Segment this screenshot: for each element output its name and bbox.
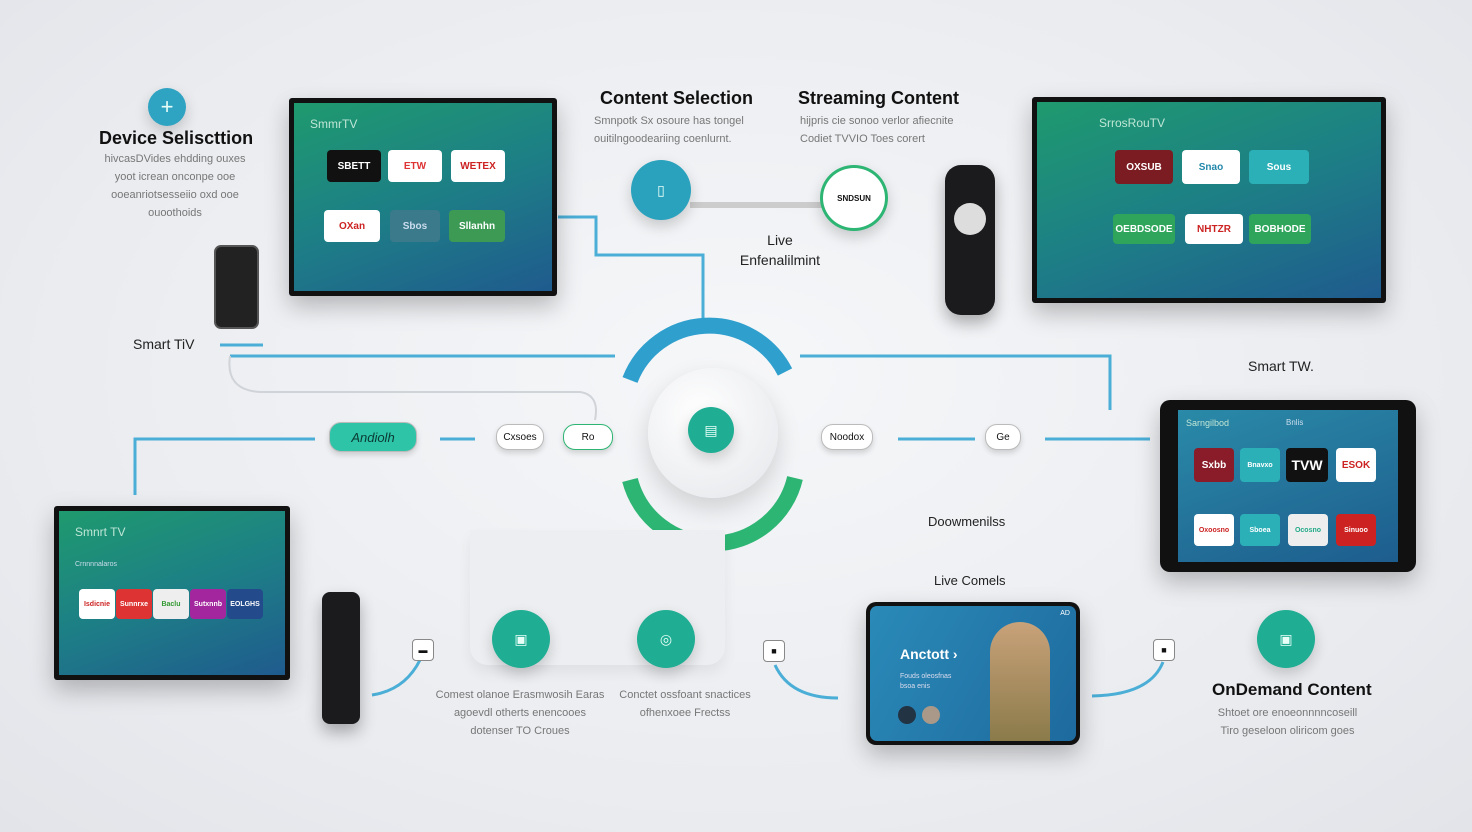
ge-pill[interactable]: Ge bbox=[985, 424, 1021, 450]
app-tile[interactable]: NHTZR bbox=[1185, 214, 1243, 244]
device-icon: ■ bbox=[1153, 639, 1175, 661]
app-tile[interactable]: BOBHODE bbox=[1249, 214, 1311, 244]
connector-line bbox=[1091, 661, 1165, 698]
app-tile[interactable]: ETW bbox=[388, 150, 442, 182]
go-pill[interactable]: Ro bbox=[563, 424, 613, 450]
connector-line bbox=[133, 437, 315, 495]
live-channels-label: Live Comels bbox=[934, 573, 1006, 588]
device-icon: ▬ bbox=[412, 639, 434, 661]
streaming-content-title: Streaming Content bbox=[798, 88, 960, 108]
app-tile[interactable]: SBETT bbox=[327, 150, 381, 182]
app-tile[interactable]: Snao bbox=[1182, 150, 1240, 184]
thumbnail[interactable] bbox=[898, 706, 916, 724]
remote-control bbox=[945, 165, 995, 315]
device-selection-title: Device Seliscttion bbox=[99, 128, 254, 148]
app-tile[interactable]: Sutxnnb bbox=[190, 589, 226, 619]
tablet-device: Sarngilbod Bnlis Sxbb Bnavxo TVW ESOK Ox… bbox=[1160, 400, 1416, 572]
tv-title: SrrosRouTV bbox=[1099, 116, 1166, 130]
app-tile[interactable]: Baclu bbox=[153, 589, 189, 619]
tablet-title: Sarngilbod bbox=[1186, 418, 1230, 428]
streaming-badge[interactable]: SNDSUN bbox=[820, 165, 888, 231]
tv-subtitle: Crnnnnalaros bbox=[75, 561, 118, 568]
tablet-icon[interactable]: ▯ bbox=[631, 160, 691, 220]
app-tile[interactable]: Sllanhn bbox=[449, 210, 505, 242]
android-pill[interactable]: Andiolh bbox=[329, 422, 417, 452]
smart-tv-1: SmmrTV SBETT ETW WETEX OXan Sbos Sllanhn bbox=[289, 98, 557, 296]
app-tile[interactable]: OXSUB bbox=[1115, 150, 1173, 184]
app-tile[interactable]: TVW bbox=[1286, 448, 1328, 482]
phone-title: Anctott › bbox=[900, 646, 958, 662]
connector-line bbox=[220, 343, 615, 358]
connector-line bbox=[371, 659, 422, 697]
screen-icon[interactable]: ▣ bbox=[492, 610, 550, 668]
smartphone-device bbox=[214, 245, 259, 329]
router-icon[interactable]: ▤ bbox=[688, 407, 734, 453]
app-tile[interactable]: Isdicnie bbox=[79, 589, 115, 619]
app-tile[interactable]: WETEX bbox=[451, 150, 505, 182]
thumbnail[interactable] bbox=[922, 706, 940, 724]
app-tile[interactable]: Sbos bbox=[390, 210, 440, 242]
smart-tv-right-label: Smart TW. bbox=[1248, 358, 1314, 374]
tablet-subtitle: Bnlis bbox=[1286, 418, 1304, 427]
app-tile[interactable]: OXan bbox=[324, 210, 380, 242]
app-tile[interactable]: Sous bbox=[1249, 150, 1309, 184]
phone-corner-label: AD bbox=[1060, 610, 1070, 617]
connector-line bbox=[558, 215, 705, 322]
app-tile[interactable]: Oxoosno bbox=[1194, 514, 1234, 546]
app-tile[interactable]: Sxbb bbox=[1194, 448, 1234, 482]
app-tile[interactable]: ESOK bbox=[1336, 448, 1376, 482]
person-image bbox=[990, 622, 1050, 741]
noodox-pill[interactable]: Noodox bbox=[821, 424, 873, 450]
tv-title: SmmrTV bbox=[310, 117, 358, 131]
on-demand-icon[interactable]: ▣ bbox=[1257, 610, 1315, 668]
app-tile[interactable]: Bnavxo bbox=[1240, 448, 1280, 482]
smart-tv-2: SrrosRouTV OXSUB Snao Sous OEBDSODE NHTZ… bbox=[1032, 97, 1386, 303]
content-selection-title: Content Selection bbox=[600, 88, 754, 108]
smart-tv-label: Smart TiV bbox=[133, 336, 195, 352]
documentaries-label: Doowmenilss bbox=[928, 514, 1006, 529]
app-tile[interactable]: Sinuoo bbox=[1336, 514, 1376, 546]
tv-title: Smnrt TV bbox=[75, 525, 126, 539]
app-tile[interactable]: OEBDSODE bbox=[1113, 214, 1175, 244]
cases-pill[interactable]: Cxsoes bbox=[496, 424, 544, 450]
on-demand-title: OnDemand Content bbox=[1212, 680, 1372, 699]
remote-control bbox=[322, 592, 360, 724]
device-icon: ■ bbox=[763, 640, 785, 662]
cycle-arrow-top bbox=[622, 317, 793, 384]
plus-icon[interactable]: + bbox=[148, 88, 186, 126]
smart-tv-3: Smnrt TV Crnnnnalaros Isdicnie Sunnrxe B… bbox=[54, 506, 290, 680]
connector-line bbox=[800, 354, 1112, 410]
app-tile[interactable]: EOLGHS bbox=[227, 589, 263, 619]
connector-line bbox=[773, 664, 839, 700]
app-tile[interactable]: Sboea bbox=[1240, 514, 1280, 546]
play-icon[interactable]: ◎ bbox=[637, 610, 695, 668]
app-tile[interactable]: Ocosno bbox=[1288, 514, 1328, 546]
app-tile[interactable]: Sunnrxe bbox=[116, 589, 152, 619]
